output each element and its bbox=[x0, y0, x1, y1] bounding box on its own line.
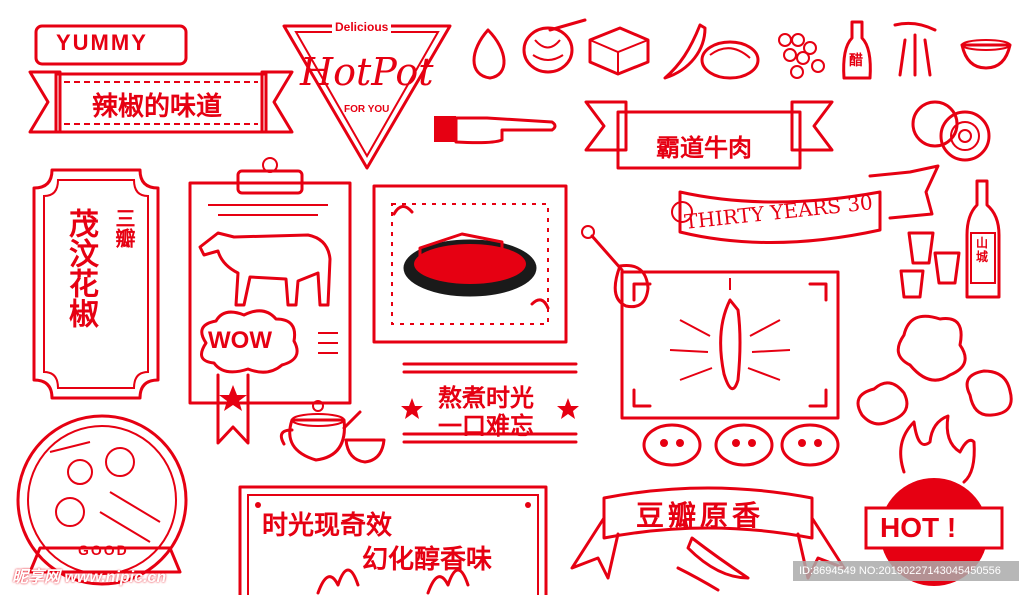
star-icon bbox=[401, 398, 423, 419]
banner-frame bbox=[28, 24, 294, 134]
watermark-site: 昵享网 www.nipic.cn bbox=[12, 569, 167, 586]
tofu-bowl-icon bbox=[372, 184, 568, 344]
grapes-icon bbox=[778, 33, 825, 79]
cloud-icon bbox=[856, 314, 1013, 426]
chili-frame bbox=[620, 270, 840, 420]
beef-text: 霸道牛肉 bbox=[656, 133, 752, 162]
maowen-pepper-text: 茂汶花椒 bbox=[63, 208, 98, 328]
good-text: GOOD bbox=[78, 542, 129, 558]
clipboard-icon bbox=[188, 157, 352, 445]
flame-icon bbox=[864, 414, 1004, 586]
noodles-icon bbox=[522, 18, 587, 74]
hotpot-illustration: GOOD bbox=[10, 412, 210, 591]
beef-banner: 霸道牛肉 bbox=[584, 98, 834, 172]
stew-line2: 一口难忘 bbox=[438, 411, 534, 440]
bowl-icon bbox=[960, 39, 1012, 70]
pointing-hand-icon bbox=[434, 116, 557, 145]
onion-icon bbox=[911, 100, 991, 162]
time-sign: 时光现奇效 幻化醇香味 bbox=[238, 485, 548, 595]
liquor-bottle-icon bbox=[899, 179, 1001, 299]
time-line2: 幻化醇香味 bbox=[362, 545, 493, 575]
for-you-text: FOR YOU bbox=[344, 104, 390, 115]
hotpot-badge: Delicious HotPot FOR YOU bbox=[282, 20, 452, 170]
sanban-text: 三瓣 bbox=[112, 208, 136, 248]
thirty-years-scroll: THIRTY YEARS 30 bbox=[670, 162, 940, 252]
cow-icon bbox=[198, 231, 332, 307]
spicy-taste-text: 辣椒的味道 bbox=[92, 92, 223, 122]
cups-icon bbox=[899, 231, 961, 299]
sign-frame bbox=[238, 485, 548, 595]
clipboard: WOW bbox=[188, 155, 354, 445]
vinegar-bottle-icon bbox=[842, 20, 872, 80]
chili-icon bbox=[676, 536, 750, 592]
time-line1: 时光现奇效 bbox=[262, 511, 393, 541]
top-icons bbox=[472, 18, 1012, 80]
star-icon bbox=[557, 398, 579, 419]
stew-line1: 熬煮时光 bbox=[438, 383, 534, 412]
bean-paste-ribbon: 豆瓣原香 bbox=[568, 478, 848, 592]
vinegar-label: 醋 bbox=[849, 53, 863, 69]
tofu-bowl-picture bbox=[372, 184, 568, 344]
teapot-icon bbox=[279, 400, 386, 464]
chili-icon bbox=[719, 298, 742, 391]
stew-banner: 熬煮时光 一口难忘 bbox=[401, 360, 579, 446]
lotus-root-icon bbox=[642, 423, 840, 467]
drumstick-icon bbox=[581, 225, 650, 309]
yummy-text: YUMMY bbox=[56, 30, 148, 55]
ribbon-frame bbox=[584, 100, 834, 170]
pepper-card: 三瓣 茂汶花椒 bbox=[32, 168, 160, 400]
shancheng-label: 山城 bbox=[976, 236, 989, 264]
watermark-id: ID:8694549 NO:20190227143045450556 bbox=[793, 561, 1019, 581]
scroll-frame bbox=[671, 164, 940, 245]
mushroom-icon bbox=[893, 21, 937, 77]
chili-icon bbox=[663, 23, 707, 80]
hot-badge: HOT ! bbox=[864, 412, 1004, 586]
wow-cloud bbox=[200, 309, 299, 374]
yummy-banner: YUMMY 辣椒的味道 bbox=[28, 22, 294, 142]
ribbon-frame bbox=[570, 486, 846, 592]
wow-text: WOW bbox=[208, 327, 272, 354]
tofu-icon bbox=[588, 26, 650, 76]
chili-picture bbox=[620, 270, 840, 420]
garlic-icon bbox=[472, 28, 506, 80]
delicious-text: Delicious bbox=[332, 20, 392, 34]
meat-plate-icon bbox=[700, 40, 760, 80]
hotpot-text: HotPot bbox=[300, 50, 434, 94]
star-icon bbox=[219, 385, 247, 411]
stew-frame bbox=[401, 362, 579, 444]
hotpot-icon bbox=[16, 414, 188, 586]
hot-text: HOT ! bbox=[880, 512, 957, 543]
card-frame bbox=[32, 168, 160, 400]
bean-paste-text: 豆瓣原香 bbox=[636, 499, 765, 532]
